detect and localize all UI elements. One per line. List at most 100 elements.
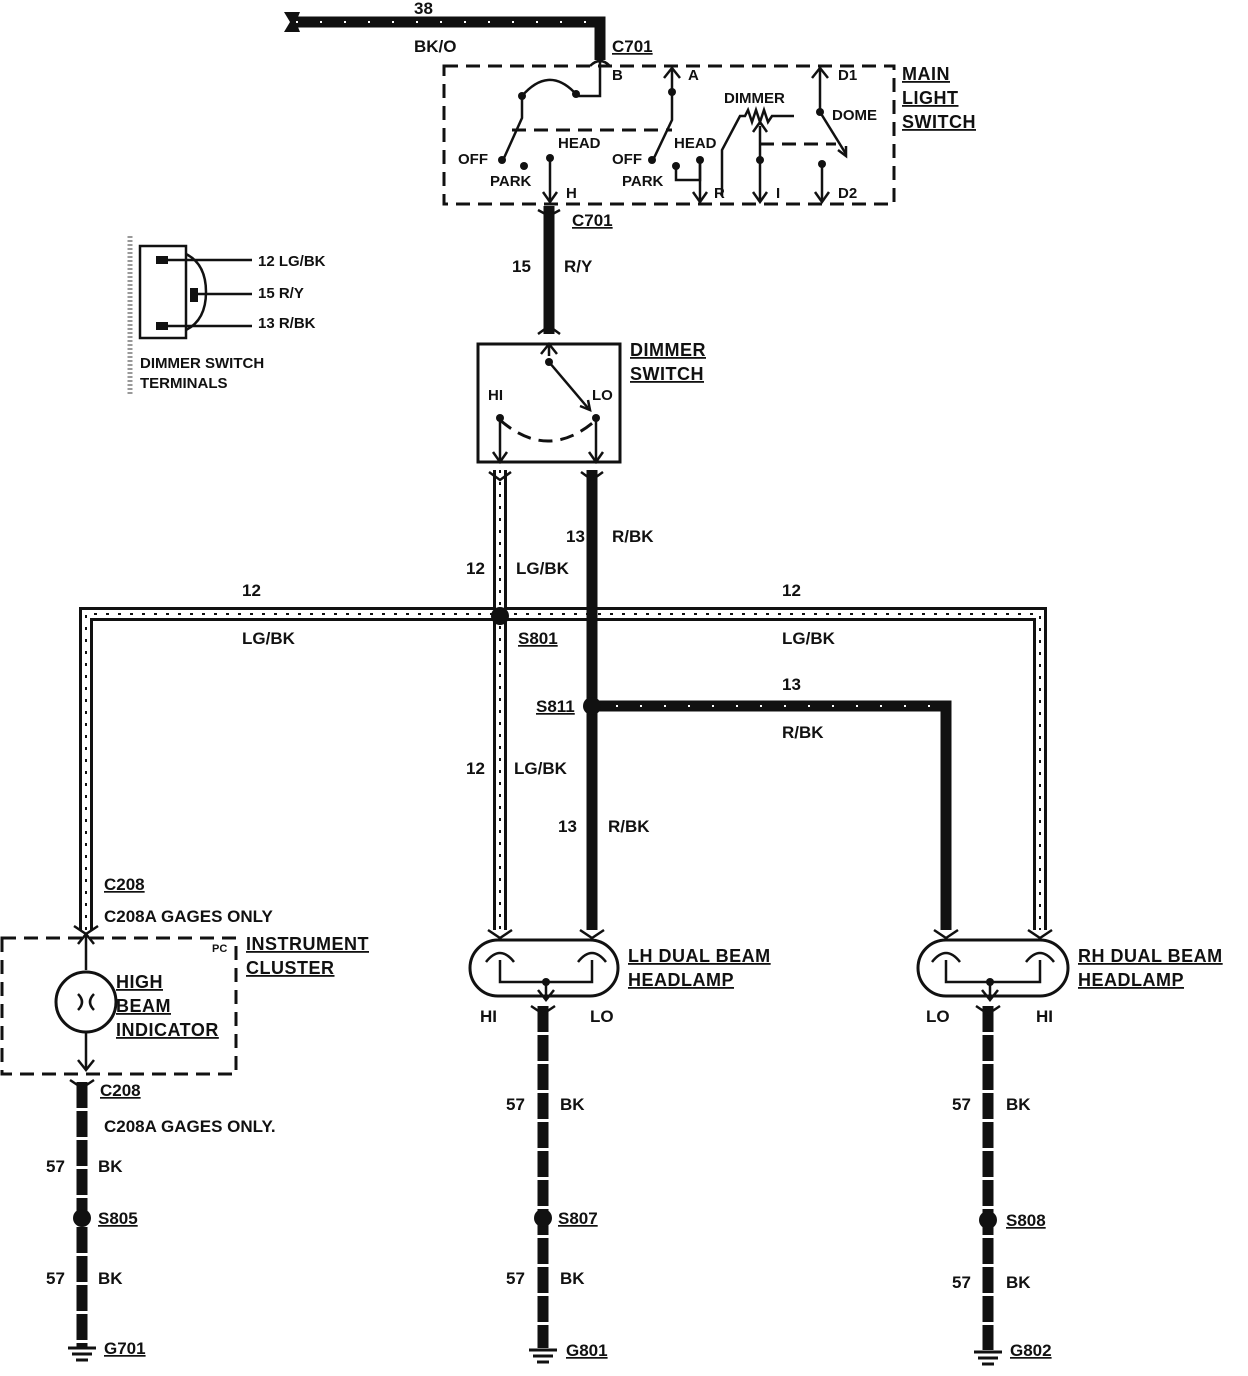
right-park-label: PARK [622,173,664,190]
rh-headlamp-lo-label: LO [926,1007,950,1026]
c208a-top-note: C208A GAGES ONLY [104,907,273,926]
terminal-d2-label: D2 [838,185,857,202]
wire-12-color-2: LG/BK [514,759,568,778]
terminal-d1-label: D1 [838,67,857,84]
splice-s801-dot [491,607,509,625]
high-beam-indicator-title-1: HIGH [116,972,163,992]
c208-top-connector-label: C208 [104,875,145,894]
wire-57-number-left-2: 57 [46,1269,65,1288]
wire-13-number-2: 13 [558,817,577,836]
left-head-label: HEAD [558,135,601,152]
dimmer-switch-title-1: DIMMER [630,340,706,360]
wire-57-color-right-2: BK [1006,1273,1031,1292]
terminal-a-label: A [688,67,699,84]
ground-icon-g802 [974,1350,1002,1366]
wire-12-number-2: 12 [466,759,485,778]
terminal-b-label: B [612,67,623,84]
wire-57-number-left-1: 57 [46,1157,65,1176]
wire-15-color: R/Y [564,257,593,276]
lh-headlamp-lo-label: LO [590,1007,614,1026]
wire-12-color-right: LG/BK [782,629,836,648]
dimmer-terminals-inset [127,236,252,396]
c701-top-connector-label: C701 [612,37,653,56]
left-park-label: PARK [490,173,532,190]
main-light-switch-title-2: LIGHT [902,88,959,108]
instrument-cluster-box [0,924,238,1076]
instrument-cluster-title-2: CLUSTER [246,958,335,978]
wire-38-feed [284,12,606,60]
rh-headlamp-title-1: RH DUAL BEAM [1078,946,1223,966]
pc-label: PC [212,943,227,955]
terminal-h-label: H [566,185,577,202]
rh-headlamp-hi-label: HI [1036,1007,1053,1026]
dimmer-terminals-caption-2: TERMINALS [140,375,228,392]
ground-g701-label: G701 [104,1339,146,1358]
c208-bottom-connector-label: C208 [100,1081,141,1100]
wire-57-color-left-1: BK [98,1157,123,1176]
dimmer-terminal-2: 15 R/Y [258,285,304,302]
lh-headlamp-title-1: LH DUAL BEAM [628,946,771,966]
splice-s805-dot [73,1209,91,1227]
high-beam-indicator-bulb-icon [54,970,118,1034]
terminal-r-label: R [714,185,725,202]
splice-s807-label: S807 [558,1209,598,1228]
ground-wire-center [530,1004,556,1348]
main-light-switch-title-1: MAIN [902,64,950,84]
ground-icon-g701 [68,1346,96,1362]
wire-13-color-right: R/BK [782,723,824,742]
right-head-label: HEAD [674,135,717,152]
lh-headlamp-hi-label: HI [480,1007,497,1026]
c208a-bottom-note: C208A GAGES ONLY. [104,1117,276,1136]
splice-s811-label: S811 [536,697,575,716]
wire-12-number-right: 12 [782,581,801,600]
main-light-switch-title-3: SWITCH [902,112,976,132]
splice-s808-label: S808 [1006,1211,1046,1230]
dimmer-hi-label: HI [488,387,503,404]
rh-headlamp [916,928,1070,1003]
wire-13-color-2: R/BK [608,817,650,836]
splice-s808-dot [979,1211,997,1229]
wire-12-color-1: LG/BK [516,559,570,578]
ground-wire-right [975,1004,1001,1350]
splice-s807-dot [534,1209,552,1227]
dimmer-switch-title-2: SWITCH [630,364,704,384]
wire-15 [537,206,561,336]
rh-headlamp-title-2: HEADLAMP [1078,970,1184,990]
wire-57-number-center-1: 57 [506,1095,525,1114]
instrument-cluster-title-1: INSTRUMENT [246,934,369,954]
wire-12-network [79,470,1047,930]
c701-bottom-connector-label: C701 [572,211,613,230]
lh-headlamp-title-2: HEADLAMP [628,970,734,990]
ground-g801-label: G801 [566,1341,608,1360]
wire-13-number-right: 13 [782,675,801,694]
wire-57-color-right-1: BK [1006,1095,1031,1114]
splice-s805-label: S805 [98,1209,138,1228]
wire-13-number-1: 13 [566,527,585,546]
wire-57-number-center-2: 57 [506,1269,525,1288]
high-beam-indicator-title-3: INDICATOR [116,1020,219,1040]
main-light-switch-box [442,59,896,206]
left-off-label: OFF [458,151,488,168]
wire-57-color-center-1: BK [560,1095,585,1114]
wire-57-number-right-2: 57 [952,1273,971,1292]
ground-g802-label: G802 [1010,1341,1052,1360]
dimmer-rheostat-label: DIMMER [724,90,785,107]
right-off-label: OFF [612,151,642,168]
dome-label: DOME [832,107,877,124]
splice-s801-label: S801 [518,629,558,648]
dimmer-terminals-caption-1: DIMMER SWITCH [140,355,264,372]
wire-12-number-1: 12 [466,559,485,578]
wire-38-number: 38 [414,0,433,18]
wire-38-color: BK/O [414,37,457,56]
wire-57-number-right-1: 57 [952,1095,971,1114]
dimmer-terminal-3: 13 R/BK [258,315,316,332]
dimmer-switch-box [476,341,622,465]
wire-15-number: 15 [512,257,531,276]
terminal-i-label: I [776,185,780,202]
high-beam-indicator-title-2: BEAM [116,996,171,1016]
lh-headlamp [468,928,620,1003]
wire-12-number-left: 12 [242,581,261,600]
ground-icon-g801 [529,1348,557,1364]
splice-s811-dot [583,697,601,715]
